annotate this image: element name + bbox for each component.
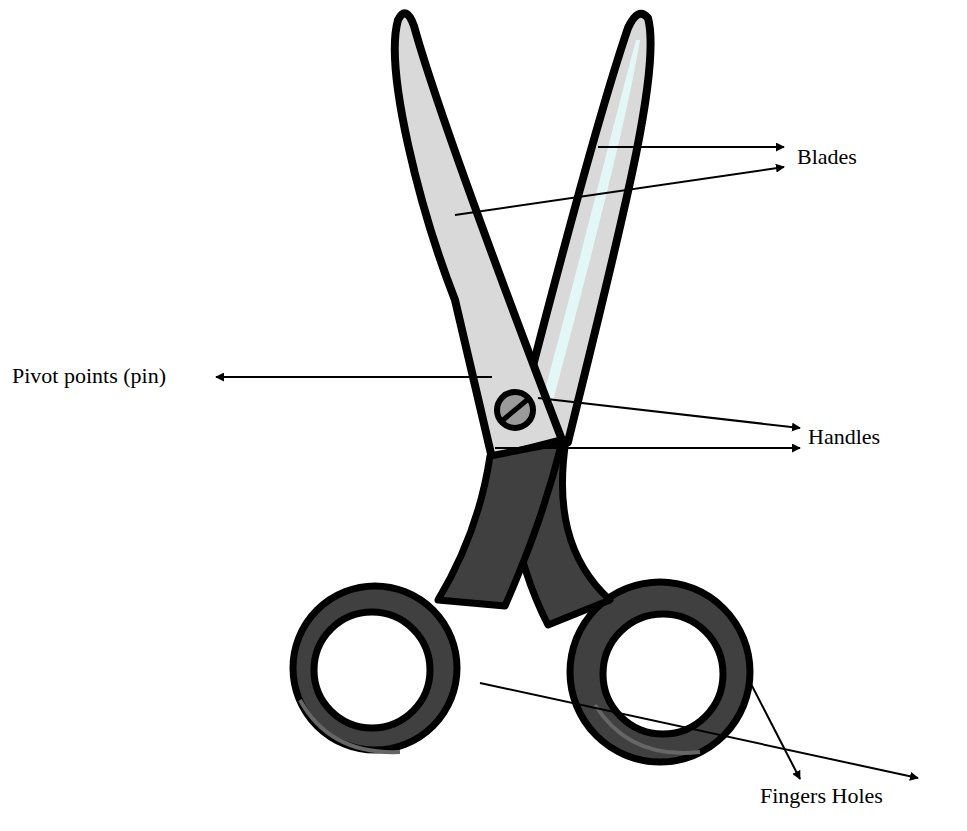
leader-line — [455, 167, 784, 215]
leader-line — [538, 398, 800, 428]
part-label: Pivot points (pin) — [12, 364, 166, 388]
left-finger-hole — [314, 612, 430, 728]
ring-shade — [300, 700, 400, 752]
part-label: Fingers Holes — [760, 784, 883, 808]
blade-shine — [538, 40, 640, 420]
leader-line — [216, 376, 492, 378]
front-blade — [395, 13, 562, 458]
leader-line — [750, 682, 800, 779]
pivot-pin — [497, 392, 533, 428]
pin-slot — [503, 400, 527, 420]
leader-line — [480, 683, 918, 778]
part-label: Blades — [797, 145, 857, 169]
leader-lines — [216, 147, 918, 779]
leader-line — [598, 146, 784, 148]
left-handle — [438, 442, 562, 606]
part-label: Handles — [808, 425, 880, 449]
right-finger-hole — [603, 614, 723, 734]
leader-line — [495, 447, 800, 449]
